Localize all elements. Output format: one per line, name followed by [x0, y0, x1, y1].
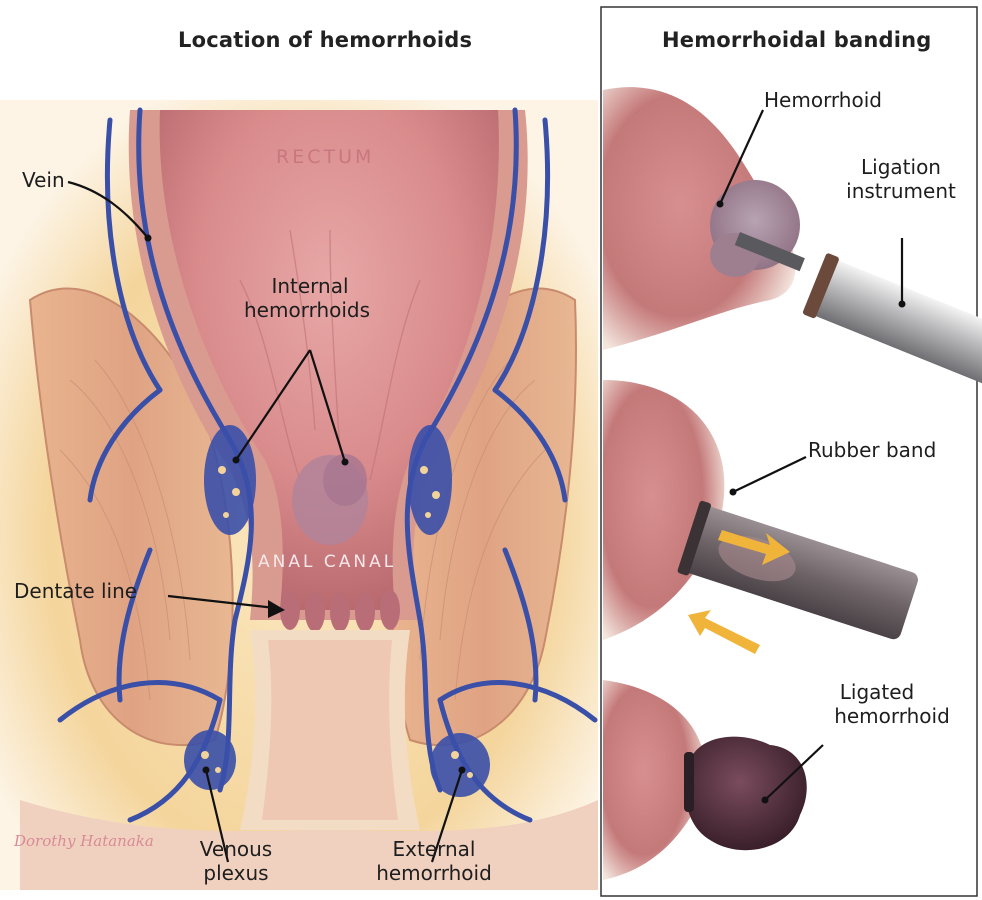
- left-panel-title: Location of hemorrhoids: [178, 28, 472, 52]
- ligation-instrument-label: Ligation instrument: [828, 155, 974, 204]
- hemorrhoid-label: Hemorrhoid: [764, 88, 882, 112]
- right-panel-title: Hemorrhoidal banding: [662, 28, 932, 52]
- rubber-band-label: Rubber band: [808, 438, 936, 462]
- venous-plexus-line1: Venous: [196, 837, 276, 861]
- venous-plexus-line2: plexus: [196, 861, 276, 885]
- internal-hemorrhoids-line2: hemorrhoids: [244, 298, 362, 322]
- ligated-hemorrhoid-line2: hemorrhoid: [812, 704, 972, 728]
- ligated-hemorrhoid-line1: Ligated: [782, 680, 972, 704]
- rectum-label: RECTUM: [276, 146, 374, 168]
- venous-plexus-label: Venous plexus: [196, 837, 276, 886]
- dentate-line-label: Dentate line: [14, 579, 137, 603]
- ligation-instrument-line1: Ligation: [828, 155, 974, 179]
- anal-canal-label: ANAL CANAL: [258, 552, 396, 572]
- ligation-instrument-line2: instrument: [828, 179, 974, 203]
- external-hemorrhoid-line2: hemorrhoid: [366, 861, 502, 885]
- artist-signature: Dorothy Hatanaka: [14, 832, 154, 850]
- vein-label: Vein: [22, 168, 65, 192]
- internal-hemorrhoids-line1: Internal: [258, 274, 362, 298]
- internal-hemorrhoids-label: Internal hemorrhoids: [258, 274, 362, 323]
- external-hemorrhoid-line1: External: [366, 837, 502, 861]
- ligated-hemorrhoid-label: Ligated hemorrhoid: [812, 680, 972, 729]
- external-hemorrhoid-label: External hemorrhoid: [366, 837, 502, 886]
- left-anatomy-artwork: [0, 100, 598, 890]
